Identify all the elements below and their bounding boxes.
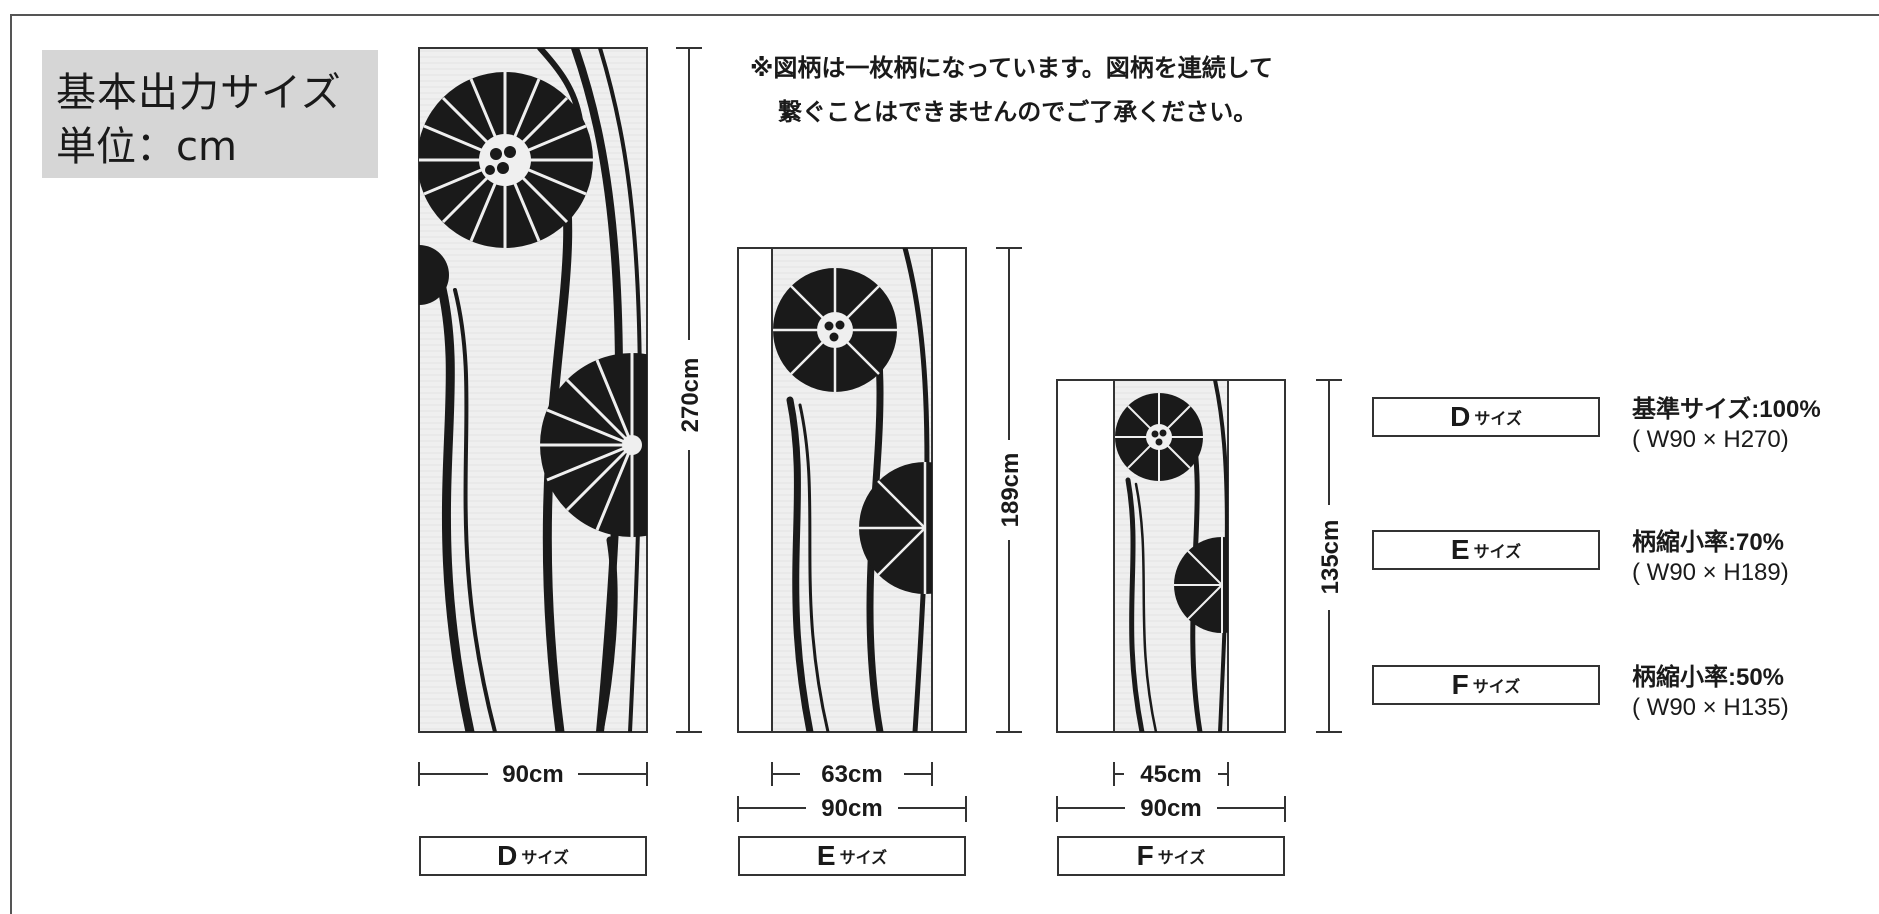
- scale-dimensions: ( W90 × H135): [1632, 694, 1789, 721]
- note-line-2: 繋ぐことはできませんのでご了承ください。: [778, 98, 1258, 126]
- panel-d-height-label: 270cm: [677, 358, 704, 433]
- scale-f-text: 柄縮小率:50% ( W90 × H135): [1632, 663, 1789, 723]
- flower-f-1: [1115, 393, 1203, 481]
- panel-e-height-dimension: [996, 247, 1022, 733]
- flower-e-2: [859, 462, 932, 594]
- size-suffix: サイズ: [1472, 677, 1521, 696]
- scale-dimensions: ( W90 × H270): [1632, 426, 1789, 453]
- scale-e-text: 柄縮小率:70% ( W90 × H189): [1632, 528, 1789, 588]
- size-suffix: サイズ: [521, 848, 569, 867]
- panel-f-inner-width-label: 45cm: [1140, 761, 1201, 788]
- size-letter: D: [1450, 401, 1471, 432]
- flower-f-2: [1174, 537, 1228, 633]
- panel-d-width-dimension: [418, 762, 648, 786]
- panel-e-inner-width-label: 63cm: [821, 761, 882, 788]
- flower-e-1: [773, 268, 897, 392]
- panel-e-width-label: 90cm: [821, 795, 882, 822]
- panel-d-artwork: [418, 47, 648, 733]
- panel-f-height-label: 135cm: [1317, 520, 1344, 595]
- size-letter: E: [816, 840, 836, 871]
- size-letter: F: [1136, 840, 1154, 871]
- panel-f-width-dimension: [1056, 796, 1286, 822]
- note-line-1: ※図柄は一枚柄になっています。図柄を連続して: [750, 54, 1274, 82]
- size-letter: E: [1450, 534, 1470, 565]
- outer-frame: [10, 14, 1879, 914]
- size-suffix: サイズ: [1474, 409, 1522, 428]
- scale-dimensions: ( W90 × H189): [1632, 559, 1789, 586]
- panel-e-artwork: [737, 247, 967, 733]
- scale-rate: 柄縮小率:70%: [1632, 529, 1785, 556]
- panel-e-inner-width-dimension: [771, 762, 933, 786]
- size-letter: D: [497, 840, 518, 871]
- flower-d-1: [419, 72, 593, 248]
- page-title: 基本出力サイズ: [56, 70, 342, 116]
- scale-rate: 柄縮小率:50%: [1632, 664, 1785, 691]
- panel-f-height-dimension: [1316, 379, 1342, 733]
- size-suffix: サイズ: [839, 848, 888, 867]
- panel-e-height-label: 189cm: [997, 453, 1024, 528]
- panel-e-width-dimension: [737, 796, 967, 822]
- size-suffix: サイズ: [1157, 848, 1206, 867]
- scale-rate: 基準サイズ:100%: [1632, 396, 1821, 423]
- flower-d-2: [540, 353, 647, 537]
- size-suffix: サイズ: [1473, 542, 1522, 561]
- panel-d-height-dimension: [676, 47, 702, 733]
- panel-f-inner-width-dimension: [1113, 762, 1229, 786]
- panel-d-width-label: 90cm: [502, 761, 563, 788]
- panel-f-width-label: 90cm: [1140, 795, 1201, 822]
- scale-d-text: 基準サイズ:100% ( W90 × H270): [1632, 395, 1821, 455]
- title-box: 基本出力サイズ 単位：cm: [42, 50, 378, 178]
- size-letter: F: [1451, 669, 1469, 700]
- unit-label: 単位：cm: [56, 124, 237, 170]
- panel-f-artwork: [1056, 379, 1286, 733]
